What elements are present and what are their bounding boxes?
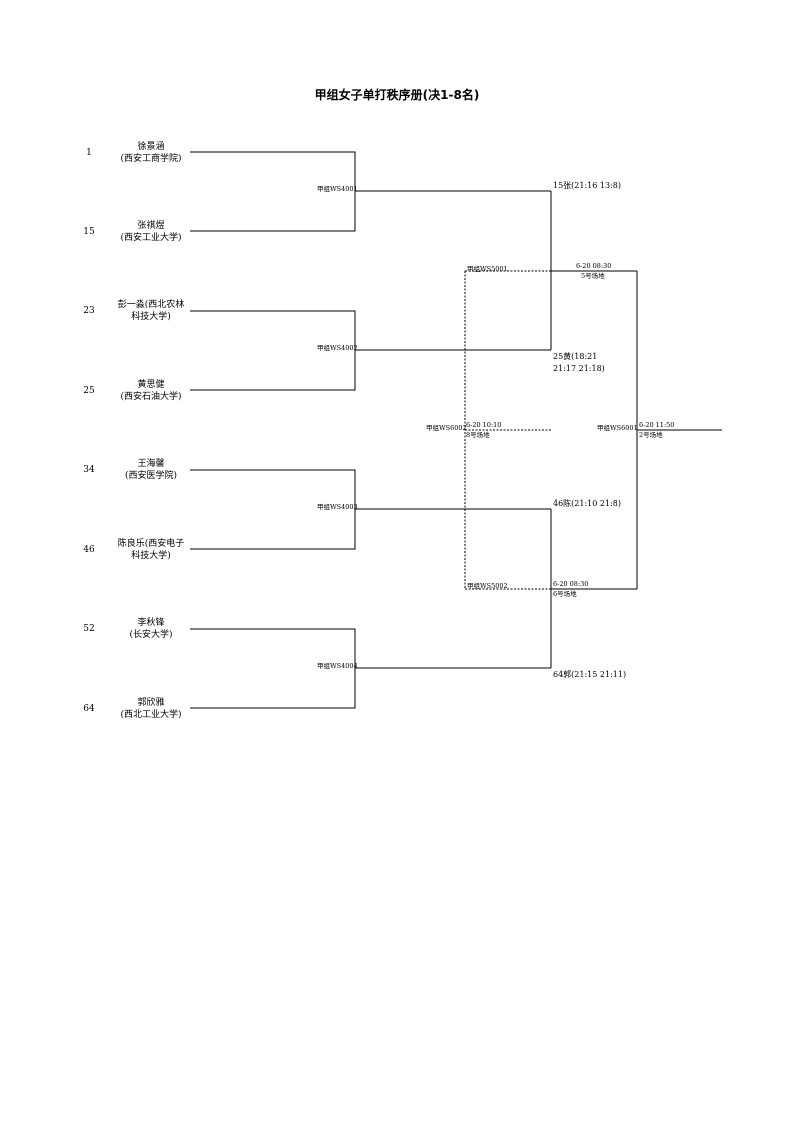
- player-entry: 郭欣雅 (西北工业大学): [106, 697, 196, 721]
- seed-number: 15: [83, 227, 95, 237]
- result-line: 21:17 21:18): [553, 364, 605, 373]
- player-entry: 徐景涵 (西安工商学院): [106, 141, 196, 165]
- match-venue: 6号场地: [553, 590, 577, 598]
- result-line: 25黄(18:21: [553, 352, 598, 361]
- player-entry: 李秋锋 (长安大学): [106, 617, 196, 641]
- player-entry: 王海馨 (西安医学院): [106, 458, 196, 482]
- seed-number: 46: [83, 545, 95, 555]
- player-entry: 彭一淼(西北农林 科技大学): [106, 299, 196, 323]
- result-line: 46陈(21:10 21:8): [553, 499, 621, 508]
- player-name: 陈良乐(西安电子: [117, 539, 185, 549]
- seed-number: 52: [83, 624, 95, 634]
- match-code: 甲组WS6001: [597, 424, 638, 432]
- result-line: 64郭(21:15 21:11): [553, 670, 627, 679]
- player-name: 彭一淼(西北农林: [117, 300, 185, 310]
- player-name: 李秋锋: [137, 618, 165, 628]
- match-time: 6-20 08:30: [576, 262, 612, 270]
- seed-number: 64: [83, 704, 95, 714]
- player-name: 徐景涵: [137, 142, 165, 152]
- match-code: 甲组WS6002: [426, 424, 467, 432]
- match-venue: 5号场地: [581, 272, 605, 280]
- match-result: 64郭(21:15 21:11): [553, 669, 626, 681]
- match-time: 6-20 11:50: [639, 421, 675, 429]
- player-affiliation: (西安工商学院): [120, 154, 182, 164]
- result-line: 15张(21:16 13:8): [553, 181, 621, 190]
- match-code: 甲组WS4004: [317, 662, 358, 670]
- match-code: 甲组WS4002: [317, 344, 358, 352]
- player-affiliation: (西安石油大学): [120, 392, 182, 402]
- match-venue: 8号场地: [466, 431, 490, 439]
- seed-number: 34: [83, 465, 95, 475]
- player-affiliation: (西安工业大学): [120, 233, 182, 243]
- player-name: 王海馨: [137, 459, 165, 469]
- player-entry: 张祺煜 (西安工业大学): [106, 220, 196, 244]
- page-title: 甲组女子单打秩序册(决1-8名): [314, 88, 480, 102]
- player-affiliation: 科技大学): [131, 551, 171, 561]
- match-time: 6-20 10:10: [466, 421, 502, 429]
- player-entry: 黄思健 (西安石油大学): [106, 379, 196, 403]
- match-code: 甲组WS4001: [317, 185, 358, 193]
- player-affiliation: (西北工业大学): [120, 710, 182, 720]
- match-code: 甲组WS5002: [467, 582, 508, 590]
- match-result: 25黄(18:21 21:17 21:18): [553, 351, 605, 375]
- player-affiliation: 科技大学): [131, 312, 171, 322]
- player-affiliation: (西安医学院): [124, 471, 178, 481]
- match-result: 15张(21:16 13:8): [553, 180, 621, 192]
- match-venue: 2号场地: [639, 431, 663, 439]
- player-name: 张祺煜: [137, 221, 165, 231]
- seed-number: 23: [83, 306, 95, 316]
- match-time: 6-20 08:30: [553, 580, 589, 588]
- player-name: 郭欣雅: [137, 698, 165, 708]
- seed-number: 1: [86, 148, 92, 158]
- match-result: 46陈(21:10 21:8): [553, 498, 621, 510]
- match-code: 甲组WS5001: [467, 265, 508, 273]
- player-name: 黄思健: [137, 380, 165, 390]
- player-affiliation: (长安大学): [129, 630, 173, 640]
- seed-number: 25: [83, 386, 95, 396]
- match-code: 甲组WS4003: [317, 503, 358, 511]
- player-entry: 陈良乐(西安电子 科技大学): [106, 538, 196, 562]
